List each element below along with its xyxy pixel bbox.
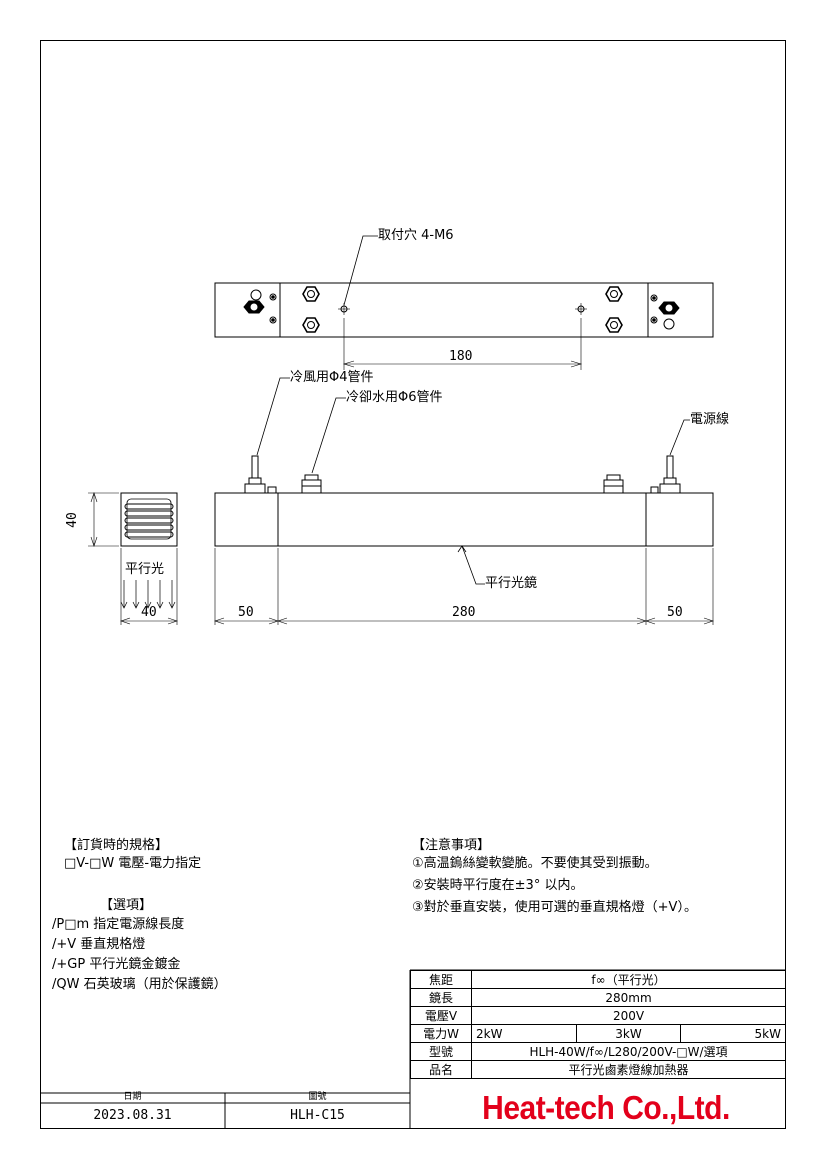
option-item: /+GP 平行光鏡金鍍金 [52, 957, 181, 972]
spec-table: 焦距 f∞（平行光） 鏡長 280mm 電壓V 200V 電力W 2kW 3kW… [410, 970, 786, 1079]
note-item: ③對於垂直安裝，使用可選的垂直規格燈（+V）。 [412, 900, 697, 915]
order-spec-line: □V-□W 電壓-電力指定 [64, 856, 202, 871]
note-item: ②安裝時平行度在±3° 以内。 [412, 878, 584, 893]
water-fitting-label: 冷卻水用Φ6管件 [346, 390, 443, 405]
voltage-value: 200V [471, 1006, 786, 1025]
air-fitting-label: 冷風用Φ4管件 [290, 370, 374, 385]
focal-label: 焦距 [410, 970, 472, 989]
model-value: HLH-40W/f∞/L280/200V-□W/選項 [471, 1042, 786, 1061]
length-label: 鏡長 [410, 988, 472, 1007]
model-label: 型號 [410, 1042, 472, 1061]
parallel-light-label: 平行光 [125, 562, 165, 577]
drawing-no-value: HLH-C15 [290, 1108, 345, 1123]
note-item: ①高温鎢絲變軟變脆。不要使其受到振動。 [412, 856, 658, 871]
dim-height: 40 [64, 512, 80, 528]
dim-left: 50 [238, 605, 254, 620]
front-view [214, 377, 714, 625]
date-label: 日期 [123, 1092, 142, 1102]
voltage-label: 電壓V [410, 1006, 472, 1025]
option-item: /+V 垂直規格燈 [52, 937, 146, 952]
power-cable-label: 電源線 [690, 412, 730, 427]
drawing-no-label: 圖號 [308, 1092, 327, 1102]
length-value: 280mm [471, 988, 786, 1007]
options-title: 【選項】 [100, 898, 153, 913]
company-logo: Heat-tech Co.,Ltd. [482, 1089, 730, 1127]
name-value: 平行光鹵素燈線加熱器 [471, 1060, 786, 1079]
power-value: 5kW [680, 1024, 786, 1043]
power-value: 2kW [471, 1024, 577, 1043]
dim-width: 40 [141, 605, 157, 620]
top-view [214, 235, 714, 370]
dim-hole-spacing: 180 [449, 349, 473, 364]
name-label: 品名 [410, 1060, 472, 1079]
option-item: /P□m 指定電源線長度 [52, 917, 185, 932]
mirror-label: 平行光鏡 [485, 576, 538, 591]
mount-holes-label: 取付穴 4-M6 [378, 228, 454, 243]
power-label: 電力W [410, 1024, 472, 1043]
dim-length: 280 [452, 605, 476, 620]
dim-right: 50 [667, 605, 683, 620]
drawing-frame [40, 40, 786, 1129]
power-value: 3kW [575, 1024, 682, 1043]
option-item: /QW 石英玻璃（用於保護鏡） [52, 977, 227, 992]
order-spec-title: 【訂貨時的規格】 [64, 838, 169, 853]
date-value: 2023.08.31 [93, 1108, 172, 1123]
notes-title: 【注意事項】 [412, 838, 491, 853]
focal-value: f∞（平行光） [471, 970, 786, 989]
side-view [88, 492, 178, 625]
